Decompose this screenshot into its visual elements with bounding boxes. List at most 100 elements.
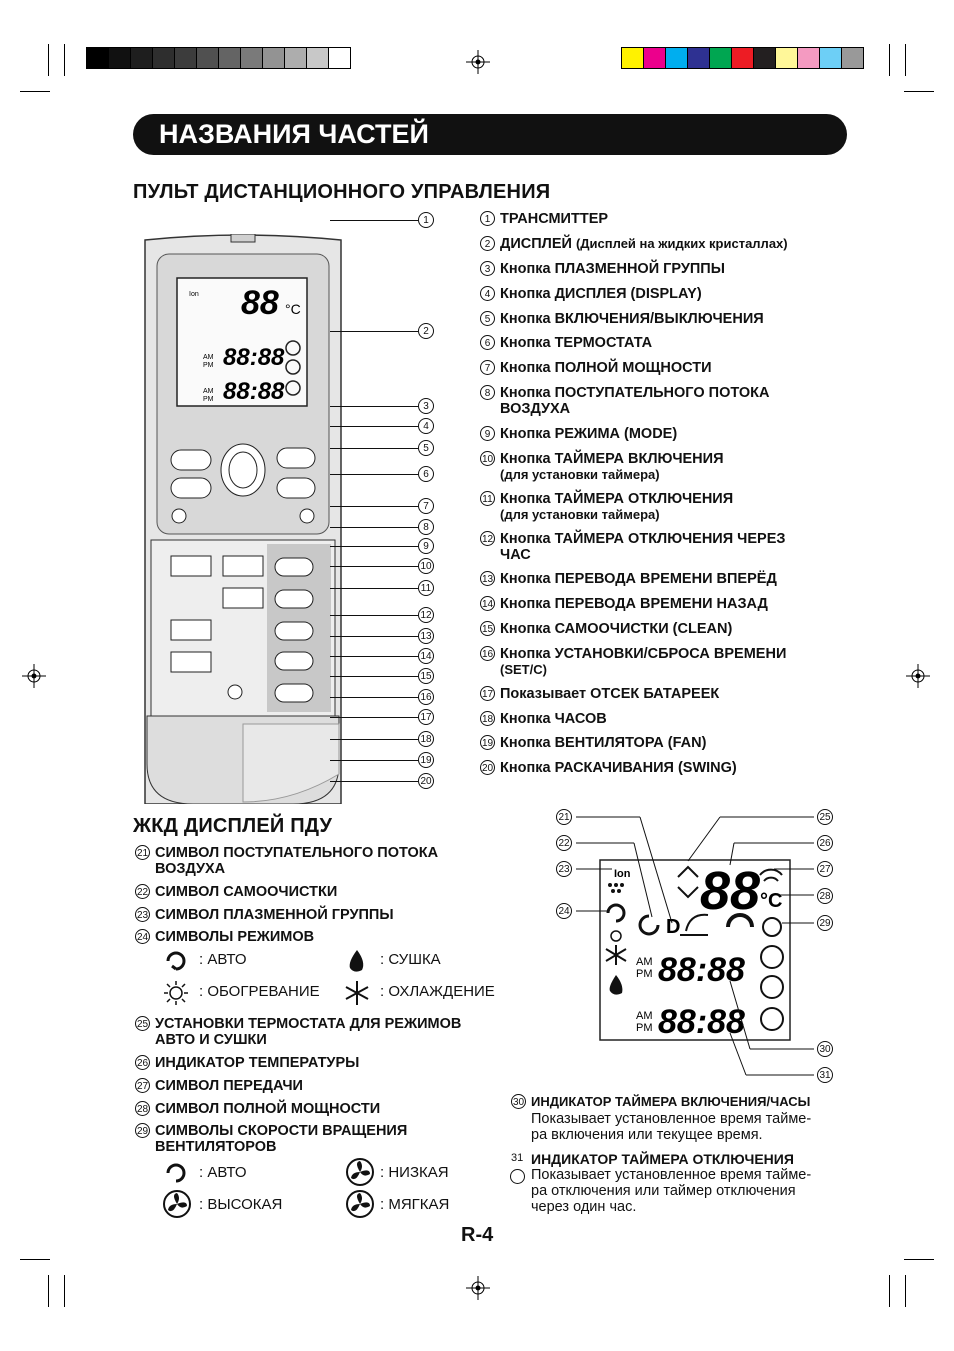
auto-mode-icon: [166, 951, 186, 971]
item-number: 16: [480, 646, 495, 661]
item-number: 19: [480, 735, 495, 750]
item-number: 12: [480, 531, 495, 546]
item-number: 11: [480, 491, 495, 506]
gray-swatch: [263, 48, 285, 68]
callout-leader-line: [330, 760, 418, 761]
item-number: 27: [135, 1078, 150, 1093]
callout-leader-line: [330, 615, 418, 616]
item-label: Кнопка ЧАСОВ: [500, 711, 607, 727]
item-label: Кнопка ПЕРЕВОДА ВРЕМЕНИ НАЗАД: [500, 596, 768, 612]
gray-swatch: [241, 48, 263, 68]
item-label: Кнопка ТАЙМЕРА ОТКЛЮЧЕНИЯ(для установки …: [500, 491, 733, 523]
item-number: 5: [480, 311, 495, 326]
svg-text:Ion: Ion: [189, 291, 199, 298]
gray-swatch: [329, 48, 350, 68]
item-label: Кнопка РАСКАЧИВАНИЯ (SWING): [500, 760, 737, 776]
remote-callout-number: 20: [418, 773, 434, 789]
registration-mark-right: [906, 664, 930, 688]
callout-leader-line: [330, 406, 418, 407]
item-label-line2: (SET/C): [500, 662, 547, 677]
section-heading-lcd: ЖКД ДИСПЛЕЙ ПДУ: [133, 815, 333, 837]
callout-leader-line: [330, 739, 418, 740]
mode-heat-label: : ОБОГРЕВАНИЕ: [199, 983, 320, 1000]
callout-leader-line: [330, 331, 418, 332]
color-swatch: [754, 48, 776, 68]
svg-text:PM: PM: [636, 968, 653, 980]
color-swatch: [732, 48, 754, 68]
item-label: Кнопка ДИСПЛЕЯ (DISPLAY): [500, 286, 702, 302]
item-label: Кнопка ПЕРЕВОДА ВРЕМЕНИ ВПЕРЁД: [500, 571, 777, 587]
item-label-line2: (для установки таймера): [500, 507, 660, 522]
gray-swatch: [285, 48, 307, 68]
item-label: ДИСПЛЕЙ (Дисплей на жидких кристаллах): [500, 236, 788, 252]
lcd-callout-number: 30: [817, 1041, 833, 1057]
page-number: R-4: [461, 1224, 494, 1246]
remote-callout-number: 19: [418, 752, 434, 768]
svg-text:AM: AM: [203, 388, 214, 395]
item-30-title: ИНДИКАТОР ТАЙМЕРА ВКЛЮЧЕНИЯ/ЧАСЫ: [531, 1094, 811, 1109]
callout-leader-line: [330, 676, 418, 677]
item-label: СИМВОЛЫ РЕЖИМОВ: [155, 929, 314, 945]
item-label-text: СИМВОЛ ПЕРЕДАЧИ: [155, 1078, 303, 1094]
item-label-text: ИНДИКАТОР ТЕМПЕРАТУРЫ: [155, 1055, 360, 1071]
callout-leader-line: [330, 781, 418, 782]
item-label-line2: ЧАС: [500, 547, 531, 563]
item-label: Кнопка УСТАНОВКИ/СБРОСА ВРЕМЕНИ(SET/C): [500, 646, 786, 678]
item-label: ТРАНСМИТТЕР: [500, 211, 608, 227]
dry-mode-icon: [349, 950, 364, 972]
svg-text:88:88: 88:88: [658, 951, 745, 989]
callout-leader-line: [330, 448, 418, 449]
color-swatch: [666, 48, 688, 68]
color-swatch: [842, 48, 863, 68]
item-label-line2: АВТО И СУШКИ: [155, 1032, 267, 1048]
callout-leader-line: [330, 656, 418, 657]
item-label-text: Кнопка ТЕРМОСТАТА: [500, 335, 653, 351]
mode-auto-label: : АВТО: [199, 951, 247, 968]
svg-text:PM: PM: [203, 396, 214, 403]
item-label-text: СИМВОЛ ПЛАЗМЕННОЙ ГРУППЫ: [155, 907, 394, 923]
callout-leader-line: [330, 506, 418, 507]
lcd-callout-number: 26: [817, 835, 833, 851]
item-number: 18: [480, 711, 495, 726]
item-31-title: ИНДИКАТОР ТАЙМЕРА ОТКЛЮЧЕНИЯ: [531, 1151, 794, 1167]
svg-text:Ion: Ion: [614, 868, 631, 880]
item-label-text: СИМВОЛ ПОЛНОЙ МОЩНОСТИ: [155, 1101, 381, 1117]
svg-text:88:88: 88:88: [223, 344, 285, 371]
item-label-text: Кнопка РАСКАЧИВАНИЯ (SWING): [500, 760, 737, 776]
lcd-detail-illustration: Ion 88 °C D AM PM 88:88 AM PM 88:88: [576, 816, 814, 1076]
item-number: 3: [480, 261, 495, 276]
item-label: СИМВОЛ ПЛАЗМЕННОЙ ГРУППЫ: [155, 907, 394, 923]
fan-high-icon: [163, 1190, 191, 1218]
item-label-text: Кнопка ВЕНТИЛЯТОРА (FAN): [500, 735, 707, 751]
heat-mode-icon: [164, 981, 188, 1005]
item-number: 24: [135, 929, 150, 944]
item-label: Кнопка ПОЛНОЙ МОЩНОСТИ: [500, 360, 712, 376]
gray-swatch: [175, 48, 197, 68]
callout-leader-line: [330, 220, 418, 221]
fan-low-icon: [346, 1158, 374, 1186]
item-number: 29: [135, 1123, 150, 1138]
lcd-callout-number: 21: [556, 809, 572, 825]
item-label: СИМВОЛ ПЕРЕДАЧИ: [155, 1078, 303, 1094]
remote-callout-number: 10: [418, 558, 434, 574]
item-label-text: Кнопка ПЛАЗМЕННОЙ ГРУППЫ: [500, 261, 725, 277]
remote-callout-number: 18: [418, 731, 434, 747]
item-label-text: Кнопка ТАЙМЕРА ОТКЛЮЧЕНИЯ: [500, 491, 734, 507]
color-swatch: [688, 48, 710, 68]
item-number: 1: [480, 211, 495, 226]
item-number: 17: [480, 686, 495, 701]
item-label-text: СИМВОЛ ПОСТУПАТЕЛЬНОГО ПОТОКА: [155, 845, 439, 861]
item-label-text: Кнопка ЧАСОВ: [500, 711, 607, 727]
page-title: НАЗВАНИЯ ЧАСТЕЙ: [133, 114, 847, 155]
item-label: Показывает ОТСЕК БАТАРЕЕК: [500, 686, 719, 702]
item-number: 20: [480, 760, 495, 775]
svg-text:PM: PM: [203, 362, 214, 369]
item-number: 15: [480, 621, 495, 636]
item-label: Кнопка ТАЙМЕРА ВКЛЮЧЕНИЯ(для установки т…: [500, 451, 724, 483]
item-label-text: ТРАНСМИТТЕР: [500, 211, 609, 227]
item-label-text: Кнопка ПЕРЕВОДА ВРЕМЕНИ ВПЕРЁД: [500, 571, 777, 587]
item-number: 25: [135, 1016, 150, 1031]
color-swatch: [622, 48, 644, 68]
callout-leader-line: [330, 527, 418, 528]
cool-mode-icon: [345, 981, 369, 1005]
